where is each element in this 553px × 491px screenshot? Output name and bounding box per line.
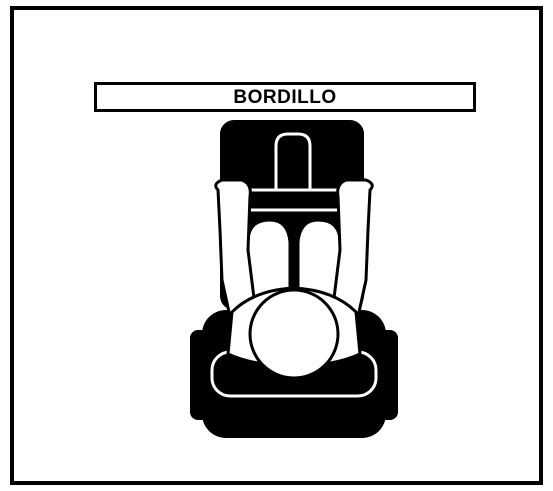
- wheelchair-user-top-view-icon: [184, 120, 404, 450]
- user-head: [250, 290, 338, 378]
- sign-frame: BORDILLO: [10, 6, 543, 485]
- curb-label-bar: BORDILLO: [94, 82, 476, 112]
- curb-label: BORDILLO: [233, 88, 336, 107]
